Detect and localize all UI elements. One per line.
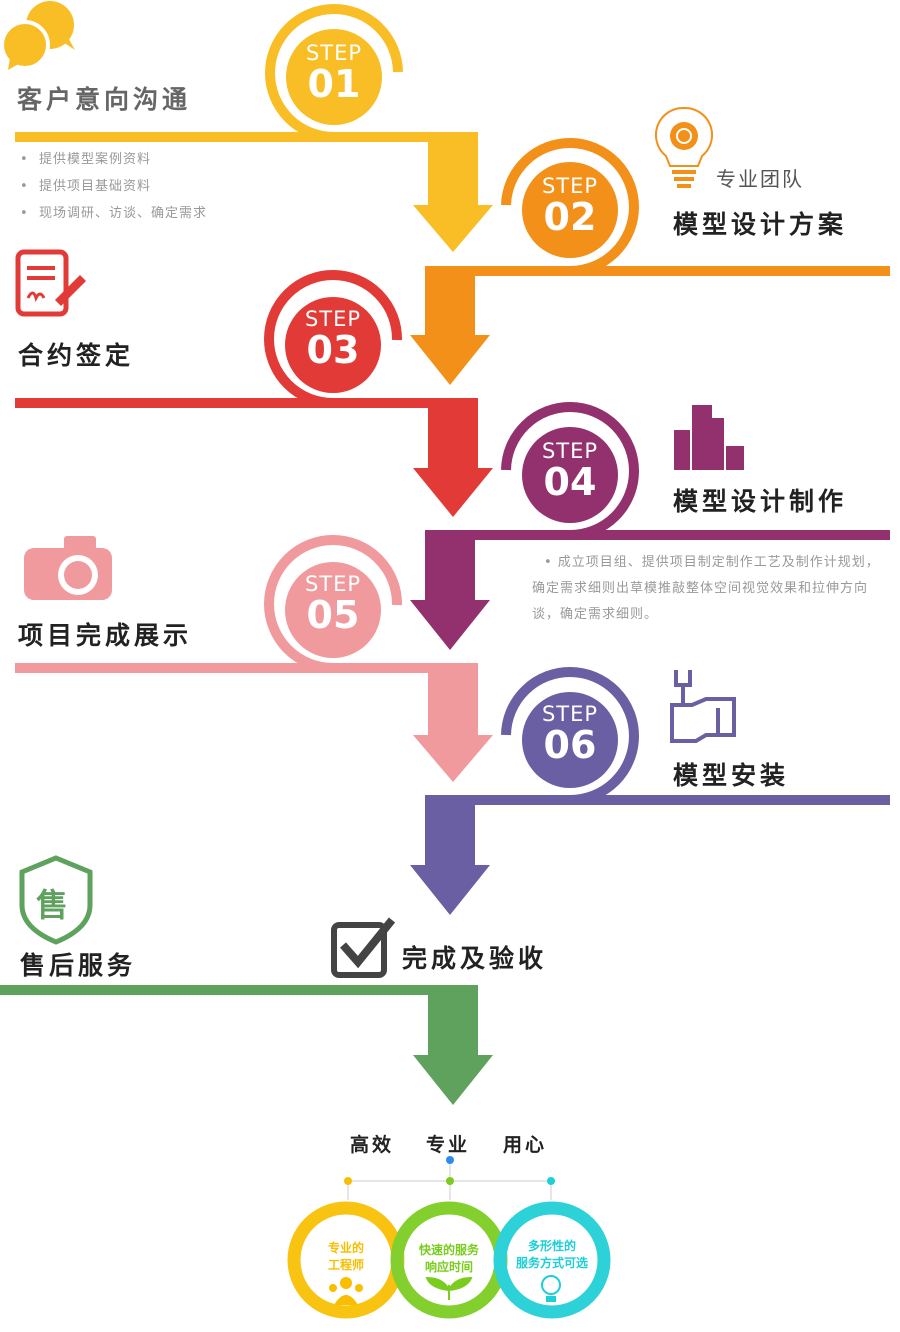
step-04-title: 模型设计制作 [673, 487, 848, 516]
dot-blue [446, 1156, 454, 1164]
motto-efficient: 高效 [350, 1134, 395, 1156]
camera-icon [24, 536, 112, 600]
step-02-title: 模型设计方案 [673, 210, 848, 239]
step-04-ring [501, 402, 639, 540]
buildings-icon [674, 405, 744, 470]
wrench-hand-icon [670, 670, 736, 743]
step-01-disk [286, 29, 382, 125]
step-06-flow [410, 667, 890, 915]
circle-text-line: 工程师 [327, 1258, 364, 1272]
step-number: 02 [543, 195, 597, 239]
checkbox-icon [331, 917, 396, 978]
motto-professional: 专业 [426, 1134, 471, 1156]
step-number: 04 [543, 460, 597, 504]
dot-green [446, 1177, 454, 1185]
step-number: 03 [306, 328, 360, 372]
circle-text-line: 快速的服务 [418, 1243, 479, 1257]
after-sales-bar [0, 985, 493, 1105]
dot-yellow [344, 1177, 352, 1185]
circle-text-line: 服务方式可选 [515, 1256, 588, 1270]
circle-service [493, 1201, 611, 1319]
circle-text-line: 多形性的 [527, 1239, 576, 1253]
step-04-description: • 成立项目组、提供项目制定制作工艺及制作计规划，确定需求细则出草模推敲整体空间… [532, 555, 880, 622]
step-label: STEP [304, 307, 362, 331]
step-label: STEP [541, 174, 599, 198]
step-01-flow [15, 4, 493, 252]
step-06-bar [410, 795, 890, 915]
step-06-title: 模型安装 [673, 761, 790, 790]
lightbulb-icon [654, 106, 714, 188]
circle-text-line: 专业的 [327, 1241, 364, 1255]
step-01-title: 客户意向沟通 [17, 85, 192, 114]
bullet-item: • 提供模型案例资料 [20, 152, 151, 167]
after-sales-icon-char: 售 [36, 886, 69, 924]
sprout-icon [425, 1276, 473, 1300]
step-02-ring [501, 138, 639, 276]
step-02-disk [522, 162, 618, 258]
step-03-title: 合约签定 [18, 341, 135, 370]
chat-bubbles-icon [0, 1, 75, 70]
step-04-flow [410, 402, 890, 650]
step-02-bar [410, 266, 890, 385]
step-04-bar [410, 530, 890, 650]
step-01-bullets: • 提供模型案例资料 • 提供项目基础资料 • 现场调研、访谈、确定需求 [20, 146, 207, 227]
step-number: 05 [306, 593, 360, 637]
shield-icon [19, 855, 93, 945]
step-05-disk [285, 562, 381, 658]
step-05-title: 项目完成展示 [18, 621, 193, 650]
step-number: 01 [307, 62, 361, 106]
step-label: STEP [541, 702, 599, 726]
value-circles [287, 1201, 611, 1319]
circle-text-line: 响应时间 [424, 1260, 473, 1274]
step-05-bar [15, 663, 493, 782]
step-number: 06 [543, 723, 597, 767]
step-label: STEP [304, 572, 362, 596]
circle-engineers-text: 专业的工程师 [296, 1240, 396, 1274]
bullet-item: • 现场调研、访谈、确定需求 [20, 206, 207, 221]
step-06-ring [501, 667, 639, 805]
step-05-ring [264, 535, 403, 673]
dot-cyan [547, 1177, 555, 1185]
bullet-item: • 提供项目基础资料 [20, 179, 151, 194]
step-01-bar [15, 132, 493, 252]
step-03-flow [15, 270, 493, 517]
step-04-disk [522, 427, 618, 523]
step-03-ring [264, 270, 403, 408]
step-02-subtitle: 专业团队 [716, 167, 804, 191]
step-03-disk [285, 297, 381, 393]
step-02-flow [410, 138, 890, 385]
circle-response-text: 快速的服务响应时间 [399, 1242, 499, 1276]
after-sales-title: 售后服务 [20, 951, 137, 980]
step-03-bar [15, 398, 493, 517]
people-icon [329, 1277, 363, 1305]
step-01-ring [265, 4, 403, 142]
motto-dedicated: 用心 [503, 1134, 548, 1156]
completion-title: 完成及验收 [402, 944, 548, 973]
step-06-disk [522, 692, 618, 788]
contract-sign-icon [15, 249, 86, 317]
motto-connectors [344, 1156, 555, 1200]
step-05-flow [15, 535, 493, 782]
step-label: STEP [305, 41, 363, 65]
step-label: STEP [541, 439, 599, 463]
circle-service-text: 多形性的服务方式可选 [502, 1238, 602, 1272]
idea-bulb-icon [541, 1275, 561, 1302]
